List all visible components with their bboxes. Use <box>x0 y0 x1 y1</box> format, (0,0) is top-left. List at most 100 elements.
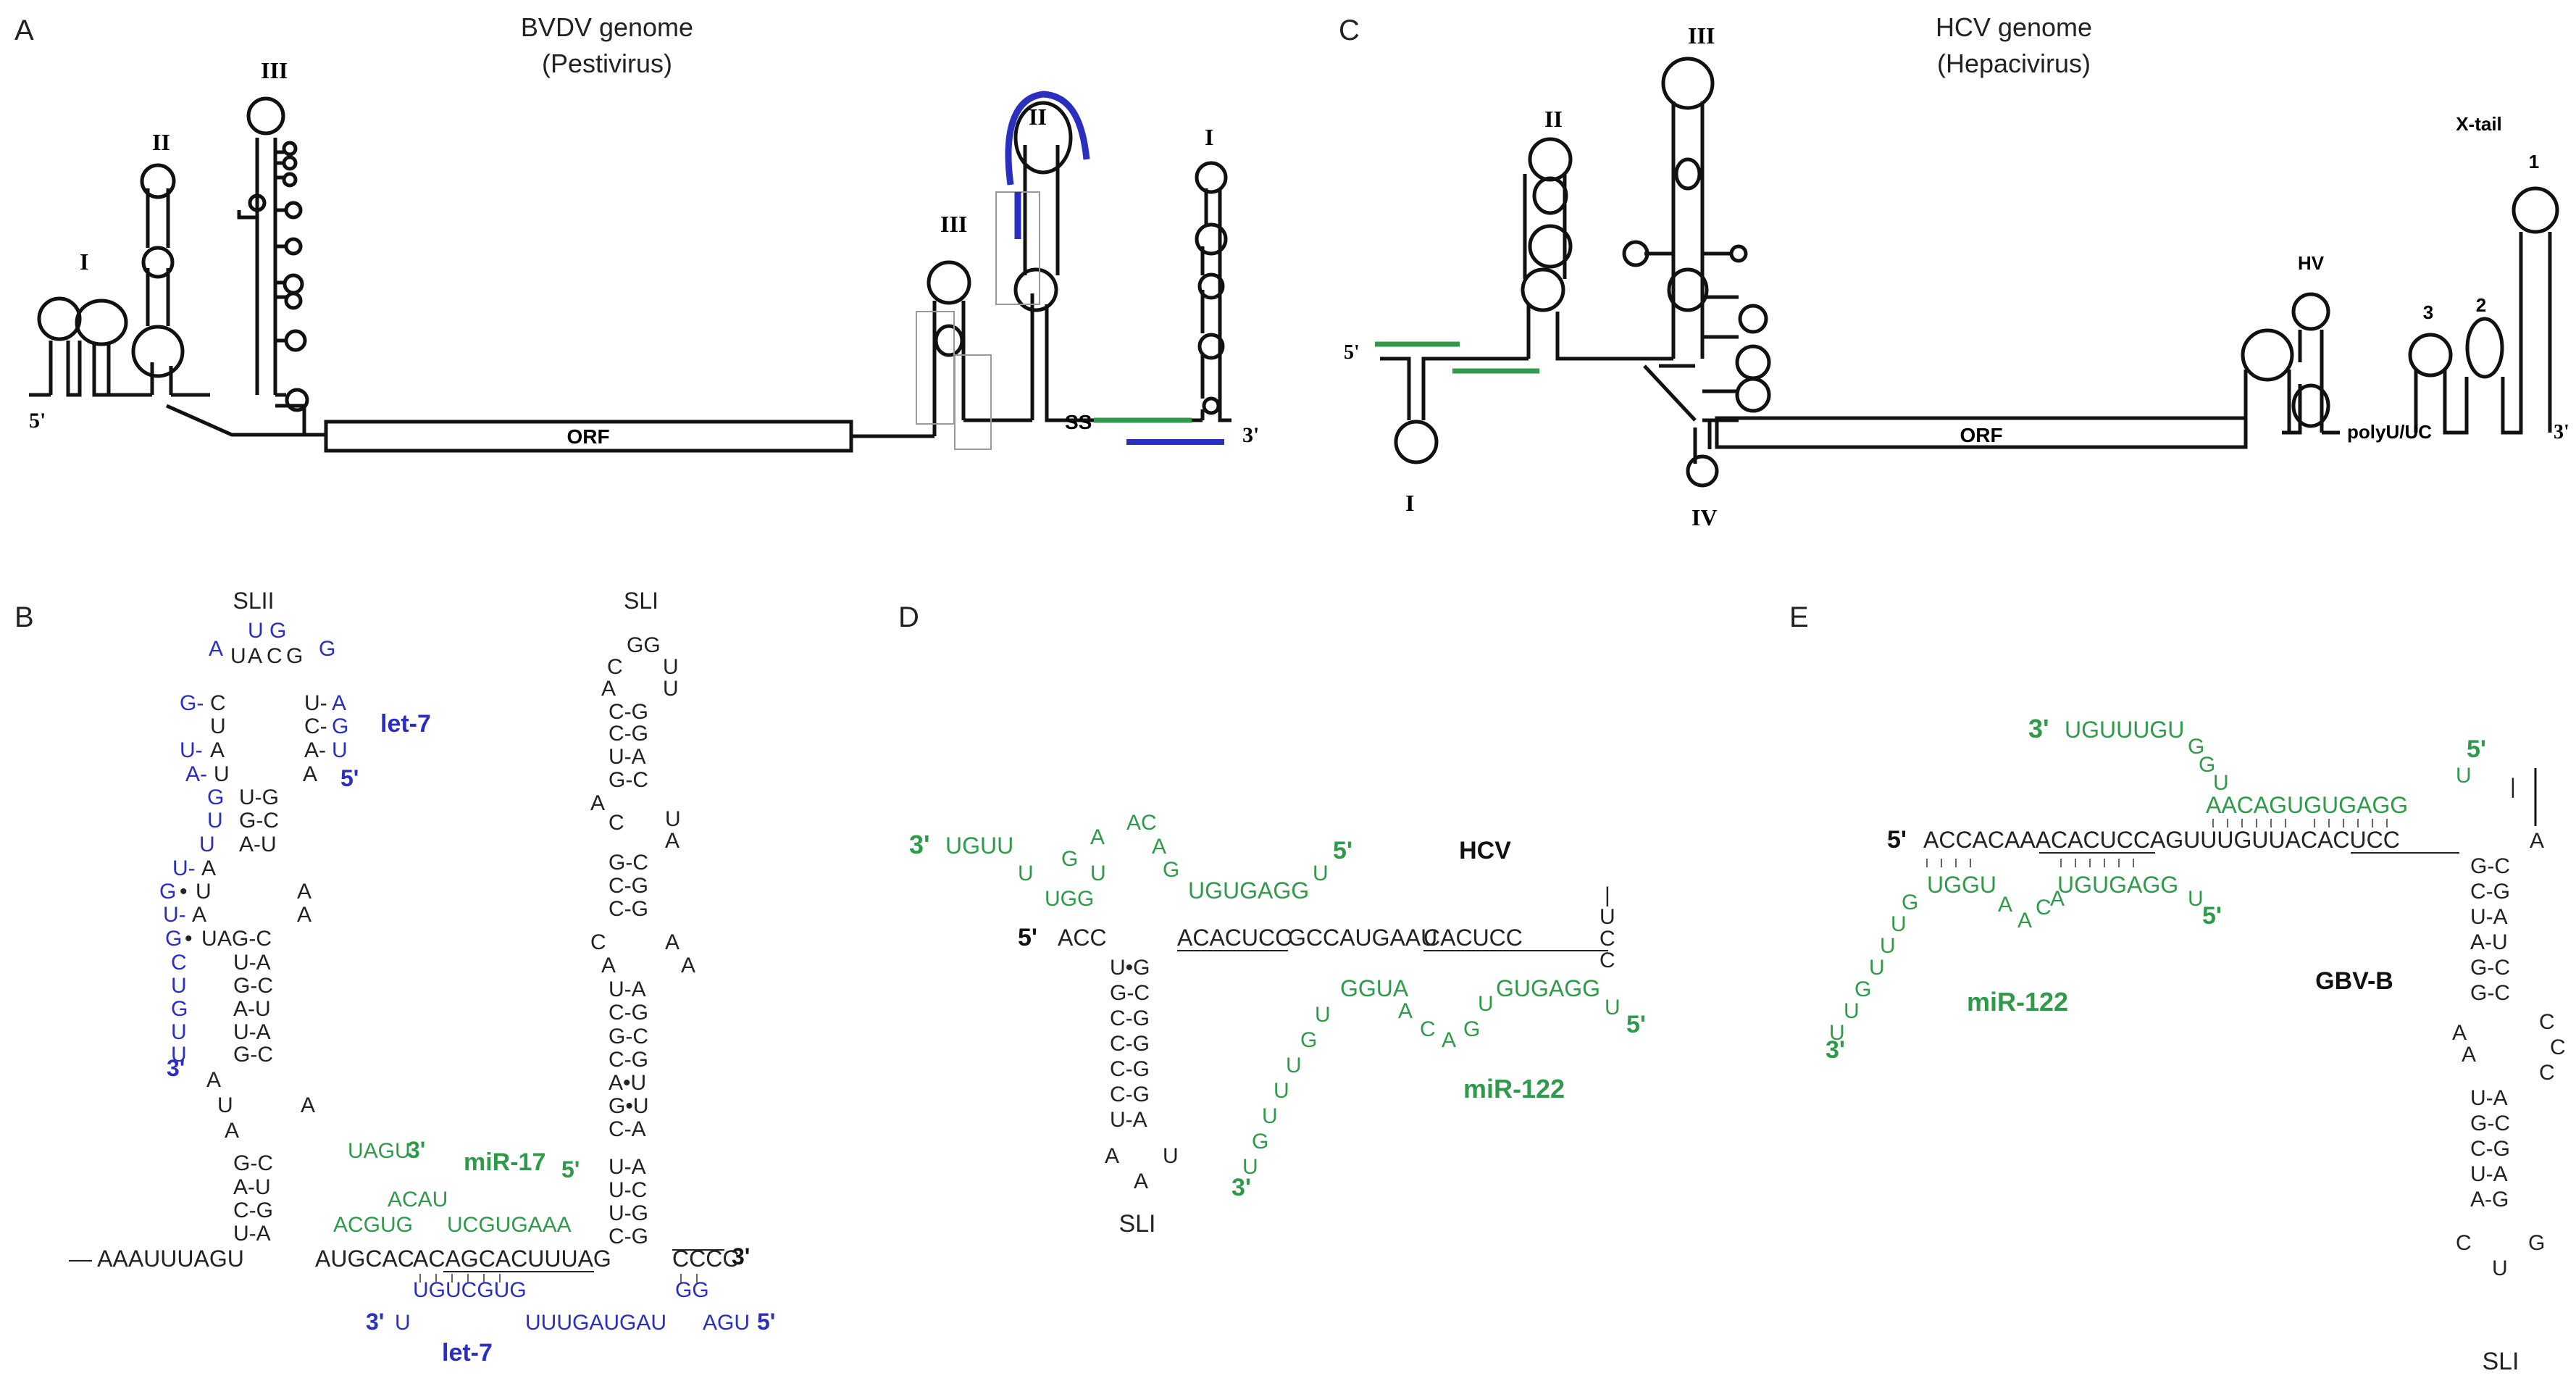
panel-e-extra-letters: G G U U G U U U G U U A A C A U | A G-C … <box>1829 735 2566 1280</box>
svg-text:G: G <box>2199 753 2215 777</box>
svg-text:G-C: G-C <box>609 851 648 875</box>
svg-text:U: U <box>1891 912 1907 936</box>
panel-d-letter: D <box>898 601 919 633</box>
svg-text:G-C: G-C <box>233 1043 273 1067</box>
svg-text:C: C <box>590 930 606 954</box>
panel-e-3prime-top: 3' <box>2028 714 2049 743</box>
panel-c-five-prime: 5' <box>1344 341 1360 364</box>
svg-text:U: U <box>230 644 246 668</box>
svg-text:C: C <box>1420 1017 1436 1041</box>
panel-e: E GBV-B miR-122 SLI 3' UGUUUGU AACAGUGUG… <box>1789 601 2566 1375</box>
svg-text:G: G <box>207 785 224 809</box>
svg-text:G•U: G•U <box>609 1094 649 1118</box>
panel-c-xstem-2: 2 <box>2476 294 2486 316</box>
svg-text:C-G: C-G <box>2470 1137 2510 1161</box>
svg-text:•: • <box>180 880 188 904</box>
panel-c-polyu-label: polyU/UC <box>2347 421 2432 443</box>
svg-text:U-C: U-C <box>609 1178 647 1202</box>
panel-b-seq-b: ACAGCACUUUAG <box>413 1246 611 1272</box>
panel-d-3prime-top: 3' <box>909 830 930 859</box>
svg-text:U-A: U-A <box>233 1222 271 1246</box>
svg-text:A-U: A-U <box>2470 930 2508 954</box>
svg-text:A: A <box>2050 887 2065 911</box>
svg-text:U: U <box>1605 996 1621 1020</box>
panel-e-letter: E <box>1789 601 1809 633</box>
panel-b-mir17-low2: UCGUGAAA <box>447 1213 572 1237</box>
panel-b-let7-bottom-5prime: 5' <box>757 1309 775 1335</box>
svg-text:A-: A- <box>185 762 207 786</box>
panel-d-5prime-main: 5' <box>1018 924 1037 951</box>
panel-b-sli-label: SLI <box>624 588 658 614</box>
svg-text:U: U <box>1844 999 1860 1023</box>
panel-d-5prime-low: 5' <box>1626 1011 1646 1038</box>
panel-a-three-prime: 3' <box>1242 423 1259 447</box>
svg-text:G: G <box>1300 1028 1317 1052</box>
svg-text:U: U <box>1163 1144 1179 1168</box>
panel-a-stem-ii: II <box>152 129 170 155</box>
panel-d-low-mir2: GUGAGG <box>1496 975 1600 1001</box>
svg-text:A: A <box>209 637 223 661</box>
panel-b-let7-bottom-label: let-7 <box>442 1339 493 1367</box>
svg-text:U: U <box>1274 1079 1289 1103</box>
panel-e-virus-label: GBV-B <box>2315 967 2393 995</box>
svg-text:G: G <box>1463 1017 1480 1041</box>
panel-c-orf-label: ORF <box>1960 424 2002 446</box>
panel-b-let7-top-3prime: 3' <box>167 1055 185 1081</box>
svg-text:U: U <box>332 738 348 762</box>
svg-text:U: U <box>1242 1155 1258 1179</box>
panel-b-let7-bot-b: UGUCGUG <box>413 1278 527 1302</box>
svg-text:G: G <box>1854 977 1871 1001</box>
svg-text:C: C <box>2550 1035 2566 1059</box>
svg-text:A: A <box>2017 909 2032 933</box>
svg-text:A: A <box>1398 999 1413 1023</box>
svg-text:U-A: U-A <box>233 951 271 975</box>
svg-text:A•U: A•U <box>609 1071 646 1095</box>
panel-c-xtail-label: X-tail <box>2456 113 2502 135</box>
svg-text:A: A <box>1105 1144 1119 1168</box>
panel-b-seq-a: AUGCAC <box>315 1246 414 1272</box>
svg-text:U: U <box>1090 862 1106 885</box>
svg-text:C: C <box>2456 1231 2472 1255</box>
svg-text:AC: AC <box>1126 811 1157 835</box>
panel-d-3prime-low: 3' <box>1231 1174 1251 1201</box>
svg-text:A: A <box>301 1093 315 1117</box>
panel-b-let7-bot-c: UUUGAUGAU <box>525 1311 666 1335</box>
svg-text:U-: U- <box>304 691 327 715</box>
svg-text:A: A <box>225 1119 239 1143</box>
panel-a-title: BVDV genome <box>521 12 693 42</box>
svg-text:U-: U- <box>180 738 203 762</box>
svg-text:G-C: G-C <box>2470 1112 2510 1135</box>
svg-text:U: U <box>2213 771 2229 795</box>
svg-text:C-G: C-G <box>609 1048 648 1072</box>
panel-a-stem-iii: III <box>261 57 288 83</box>
svg-text:U: U <box>199 833 215 856</box>
panel-c-xstem-1: 1 <box>2529 151 2539 172</box>
svg-text:|: | <box>1605 883 1610 907</box>
svg-text:U: U <box>1286 1054 1302 1077</box>
svg-text:C: C <box>2539 1061 2555 1085</box>
svg-text:C-G: C-G <box>1110 1057 1150 1081</box>
svg-text:U: U <box>171 1043 187 1067</box>
svg-text:U: U <box>2492 1256 2508 1280</box>
svg-text:G-C: G-C <box>1110 981 1150 1005</box>
panel-e-mir-label: miR-122 <box>1967 987 2068 1017</box>
panel-c-stem-ii: II <box>1544 106 1563 132</box>
panel-d-low-mir1: GGUA <box>1340 975 1409 1001</box>
panel-a: A BVDV genome (Pestivirus) <box>14 12 1259 453</box>
svg-text:C-G: C-G <box>609 1001 648 1025</box>
svg-text:U: U <box>201 927 217 951</box>
svg-text:A-U: A-U <box>233 1175 271 1199</box>
svg-text:A: A <box>1090 825 1105 849</box>
panel-d-top-mir2: UGUGAGG <box>1188 877 1309 904</box>
svg-text:G-C: G-C <box>233 1151 273 1175</box>
panel-d-sli-label: SLI <box>1118 1210 1155 1238</box>
svg-text:C-A: C-A <box>609 1117 646 1141</box>
panel-c-xstem-3: 3 <box>2423 301 2433 323</box>
svg-text:U: U <box>665 807 681 831</box>
svg-text:U•G: U•G <box>1110 956 1150 980</box>
panel-c-hv-label: HV <box>2298 252 2325 274</box>
panel-a-stem-i-3p: I <box>1205 124 1213 150</box>
svg-text:C-G: C-G <box>609 700 648 724</box>
